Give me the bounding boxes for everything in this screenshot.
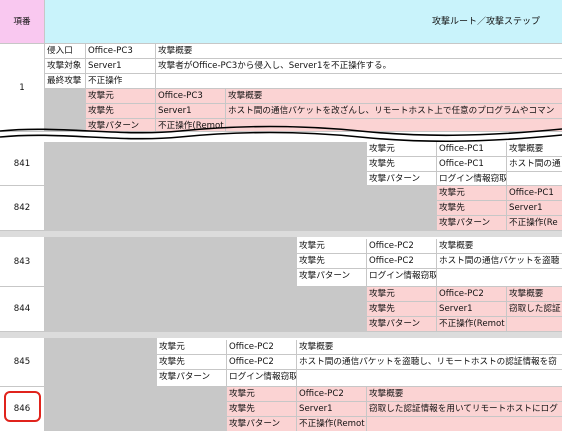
r846-label-dst[interactable]: 攻撃先 [227,402,297,417]
r844-blank[interactable] [507,317,562,332]
row844-gray-fill [45,287,367,332]
row-number-841[interactable]: 841 [0,142,45,186]
r846-blank[interactable] [367,417,562,431]
row841-gray-fill [45,142,367,186]
row-846-highlight [4,391,41,422]
final-value[interactable]: 不正操作 [86,74,156,89]
r842-label-pattern[interactable]: 攻撃パターン [437,216,507,231]
r845-dst-value[interactable]: Office-PC2 [227,355,297,370]
r845-label-src[interactable]: 攻撃元 [157,340,227,355]
r1-src-value[interactable]: Office-PC3 [156,89,226,104]
r841-label-src[interactable]: 攻撃元 [367,142,437,157]
row-number-844[interactable]: 844 [0,287,45,332]
r842-pattern-value[interactable]: 不正操作(Re [507,216,562,231]
r845-blank[interactable] [297,370,562,387]
r1-blank[interactable] [226,119,562,132]
r845-summary-label[interactable]: 攻撃概要 [297,340,562,355]
r845-label-dst[interactable]: 攻撃先 [157,355,227,370]
group-separator [0,332,562,338]
header-number-label: 項番 [13,17,31,27]
route1-gray-fill [45,89,86,132]
header-route-cell[interactable]: 攻撃ルート／攻撃ステップ [45,0,562,44]
label-final[interactable]: 最終攻撃 [45,74,86,89]
header-route-title: 攻撃ルート／攻撃ステップ [432,17,541,27]
r844-label-pattern[interactable]: 攻撃パターン [367,317,437,332]
r843-summary-text[interactable]: ホスト間の通信パケットを盗聴 [437,254,562,269]
r844-pattern-value[interactable]: 不正操作(Remot [437,317,507,332]
r845-summary-text[interactable]: ホスト間の通信パケットを盗聴し、リモートホストの認証情報を窃 [297,355,562,370]
group-separator [0,231,562,237]
final-blank[interactable] [156,74,562,89]
row-number-1[interactable]: 1 [0,44,45,132]
r842-label-dst[interactable]: 攻撃先 [437,201,507,216]
r841-dst-value[interactable]: Office-PC1 [437,157,507,172]
r843-label-dst[interactable]: 攻撃先 [297,254,367,269]
r841-label-pattern[interactable]: 攻撃パターン [367,172,437,186]
target-value[interactable]: Server1 [86,59,156,74]
r844-label-dst[interactable]: 攻撃先 [367,302,437,317]
r1-label-pattern[interactable]: 攻撃パターン [86,119,156,132]
row842-gray-fill [45,186,437,231]
entry-value[interactable]: Office-PC3 [86,44,156,59]
row843-gray-fill [45,237,297,287]
r843-pattern-value[interactable]: ログイン情報窃取 [367,269,437,287]
break-wave-separator [0,125,562,144]
r846-summary-text[interactable]: 窃取した認証情報を用いてリモートホストにログ [367,402,562,417]
r843-label-src[interactable]: 攻撃元 [297,239,367,254]
r846-src-value[interactable]: Office-PC2 [297,387,367,402]
r842-label-src[interactable]: 攻撃元 [437,186,507,201]
label-target[interactable]: 攻撃対象 [45,59,86,74]
r843-blank[interactable] [437,269,562,287]
r844-dst-value[interactable]: Server1 [437,302,507,317]
row-number-842[interactable]: 842 [0,186,45,231]
r846-summary-label[interactable]: 攻撃概要 [367,387,562,402]
r844-summary-label[interactable]: 攻撃概要 [507,287,562,302]
r843-label-pattern[interactable]: 攻撃パターン [297,269,367,287]
r845-src-value[interactable]: Office-PC2 [227,340,297,355]
r844-label-src[interactable]: 攻撃元 [367,287,437,302]
r841-next-label[interactable]: 攻撃概要 [507,142,562,157]
r842-dst-value[interactable]: Server1 [507,201,562,216]
r841-pattern-value[interactable]: ログイン情報窃取 [437,172,507,186]
r1-label-src[interactable]: 攻撃元 [86,89,156,104]
r846-pattern-value[interactable]: 不正操作(Remot [297,417,367,431]
row846-gray-fill [45,387,227,431]
header-number-cell[interactable]: 項番 [0,0,45,44]
r846-dst-value[interactable]: Server1 [297,402,367,417]
r845-pattern-value[interactable]: ログイン情報窃取 [227,370,297,387]
route-summary-label[interactable]: 攻撃概要 [156,44,562,59]
r846-label-pattern[interactable]: 攻撃パターン [227,417,297,431]
r1-label-dst[interactable]: 攻撃先 [86,104,156,119]
r841-blank[interactable] [507,172,562,186]
r1-dst-value[interactable]: Server1 [156,104,226,119]
r842-src-value[interactable]: Office-PC1 [507,186,562,201]
row-number-845[interactable]: 845 [0,338,45,387]
r1-summary-text[interactable]: ホスト間の通信パケットを改ざんし、リモートホスト上で任意のプログラムやコマン [226,104,562,119]
r845-label-pattern[interactable]: 攻撃パターン [157,370,227,387]
r1-summary-label[interactable]: 攻撃概要 [226,89,562,104]
row845-gray-fill [45,338,157,387]
label-entry[interactable]: 侵入口 [45,44,86,59]
r844-src-value[interactable]: Office-PC2 [437,287,507,302]
r843-dst-value[interactable]: Office-PC2 [367,254,437,269]
r846-label-src[interactable]: 攻撃元 [227,387,297,402]
r841-label-dst[interactable]: 攻撃先 [367,157,437,172]
r841-next-summary[interactable]: ホスト間の通 [507,157,562,172]
target-summary[interactable]: 攻撃者がOffice-PC3から侵入し、Server1を不正操作する。 [156,59,562,74]
r841-src-value[interactable]: Office-PC1 [437,142,507,157]
r843-summary-label[interactable]: 攻撃概要 [437,239,562,254]
r843-src-value[interactable]: Office-PC2 [367,239,437,254]
row-number-843[interactable]: 843 [0,237,45,287]
r844-summary-text[interactable]: 窃取した認証 [507,302,562,317]
